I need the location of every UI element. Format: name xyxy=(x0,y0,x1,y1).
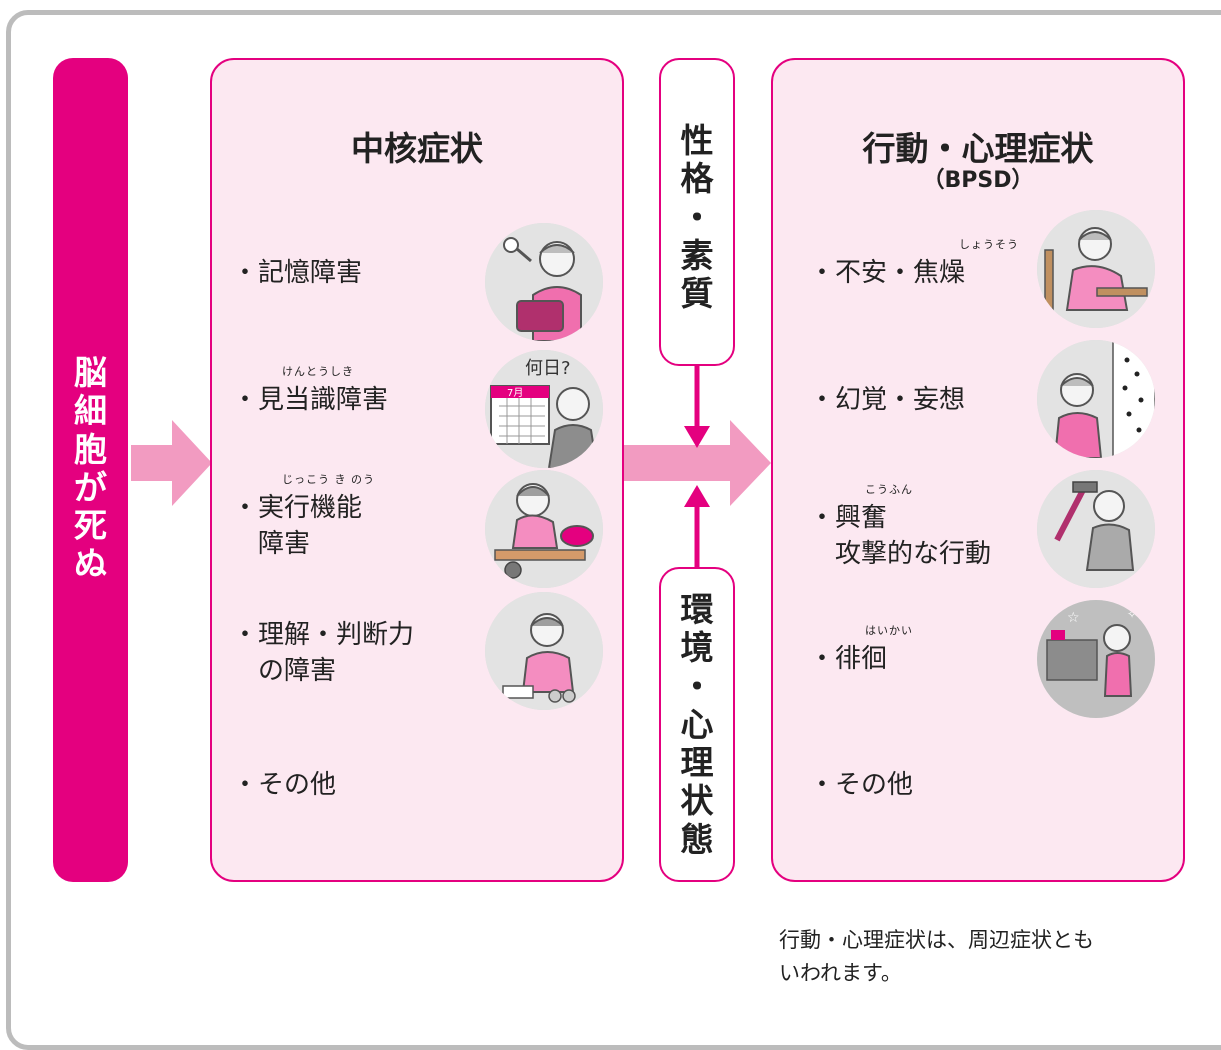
personality-factor-label: 性 格 ・ 素 質 xyxy=(661,121,733,314)
bpsd-item-hallucination: ・幻覚・妄想 xyxy=(809,382,965,418)
footnote-line: 行動・心理症状は、周辺症状とも xyxy=(779,928,1094,952)
core-item-other: ・その他 xyxy=(232,767,336,803)
bpsd-title: 行動・心理症状 xyxy=(862,129,1094,168)
ruby-text: こうふん xyxy=(865,483,913,496)
arrow-down-head xyxy=(684,426,710,448)
footnote-line: いわれます。 xyxy=(779,961,902,985)
core-item-memory: ・記憶障害 xyxy=(232,255,362,291)
vertical-char: 心 xyxy=(680,704,714,744)
judgment-illustration xyxy=(485,592,603,710)
item-text: ・記憶障害 xyxy=(232,258,363,288)
footnote: 行動・心理症状は、周辺症状とも いわれます。 xyxy=(779,924,1094,990)
vertical-char: 状 xyxy=(680,781,714,821)
bpsd-item-wandering: はいかい ・徘徊 xyxy=(809,625,912,677)
arrow-core-to-bpsd xyxy=(624,420,771,506)
brain-cells-die-bar: 脳 細 胞 が 死 ぬ xyxy=(53,58,128,882)
ruby-text: はいかい xyxy=(865,624,913,637)
arrow-bar-to-core xyxy=(131,420,212,506)
ruby-text: けんとうしき xyxy=(282,365,354,378)
svg-text:✧: ✧ xyxy=(1127,607,1137,621)
core-symptoms-panel: 中核症状 ・記憶障害 けんとうしき ・見当識障害 じっこう き のう ・実行機能… xyxy=(210,58,624,882)
item-text: ・興奮 xyxy=(809,503,888,533)
hallucination-illustration xyxy=(1037,340,1155,458)
bpsd-item-agitation: こうふん ・興奮 攻撃的な行動 xyxy=(809,484,992,572)
item-text: 障害 xyxy=(232,529,311,559)
calendar-month-text: 7月 xyxy=(507,387,523,399)
item-text: ・見当識障害 xyxy=(232,385,389,415)
arrow-up-head xyxy=(684,485,710,507)
anxiety-illustration xyxy=(1037,210,1155,328)
item-text: ・その他 xyxy=(232,770,337,800)
vertical-char: 態 xyxy=(680,819,714,859)
vertical-char: 胞 xyxy=(74,429,107,469)
bpsd-item-other: ・その他 xyxy=(809,767,913,803)
question-what-day-text: 何日? xyxy=(525,358,571,379)
vertical-char: 死 xyxy=(74,506,107,546)
vertical-char: ・ xyxy=(680,666,714,706)
core-item-understanding: ・理解・判断力 の障害 xyxy=(232,617,414,689)
aggression-illustration xyxy=(1037,470,1155,588)
brain-cells-die-label: 脳 細 胞 が 死 ぬ xyxy=(53,353,128,584)
core-item-executive-function: じっこう き のう ・実行機能 障害 xyxy=(232,474,374,562)
ruby-text: しょうそう xyxy=(959,238,1019,251)
item-text: ・不安・焦燥 xyxy=(809,258,966,288)
bpsd-item-anxiety: しょうそう ・不安・焦燥 xyxy=(809,239,1018,291)
environment-factor-label: 環 境 ・ 心 理 状 態 xyxy=(661,590,733,859)
vertical-char: が xyxy=(74,467,107,507)
vertical-char: 理 xyxy=(680,743,714,783)
item-text: の障害 xyxy=(232,656,337,686)
personality-factor-box: 性 格 ・ 素 質 xyxy=(659,58,735,366)
ruby-text: じっこう き のう xyxy=(282,473,375,486)
core-item-disorientation: けんとうしき ・見当識障害 xyxy=(232,366,389,418)
environment-factor-box: 環 境 ・ 心 理 状 態 xyxy=(659,567,735,882)
vertical-char: ぬ xyxy=(74,544,107,584)
item-text: 攻撃的な行動 xyxy=(809,539,992,569)
memory-loss-illustration xyxy=(485,223,603,341)
svg-text:☆: ☆ xyxy=(1067,610,1080,626)
vertical-char: ・ xyxy=(680,197,714,237)
vertical-char: 性 xyxy=(680,121,714,160)
item-text: ・その他 xyxy=(809,770,914,800)
wandering-illustration: ☆ ✧ xyxy=(1037,600,1155,718)
vertical-char: 質 xyxy=(680,274,714,314)
bpsd-subtitle: （BPSD） xyxy=(922,168,1034,193)
vertical-char: 環 xyxy=(680,590,714,629)
core-symptoms-title: 中核症状 xyxy=(351,129,483,168)
item-text: ・実行機能 xyxy=(232,493,363,523)
cooking-illustration xyxy=(485,470,603,588)
item-text: ・幻覚・妄想 xyxy=(809,385,966,415)
vertical-char: 細 xyxy=(74,391,107,431)
vertical-char: 格 xyxy=(680,159,714,199)
flow-arrows xyxy=(131,366,771,567)
bpsd-panel: 行動・心理症状 （BPSD） しょうそう ・不安・焦燥 ・幻覚・妄想 こうふん … xyxy=(771,58,1185,882)
vertical-char: 境 xyxy=(680,628,714,668)
item-text: ・理解・判断力 xyxy=(232,620,415,650)
item-text: ・徘徊 xyxy=(809,644,888,674)
vertical-char: 素 xyxy=(680,235,714,275)
calendar-illustration: 何日? 7月 xyxy=(485,350,603,468)
vertical-char: 脳 xyxy=(74,353,107,392)
